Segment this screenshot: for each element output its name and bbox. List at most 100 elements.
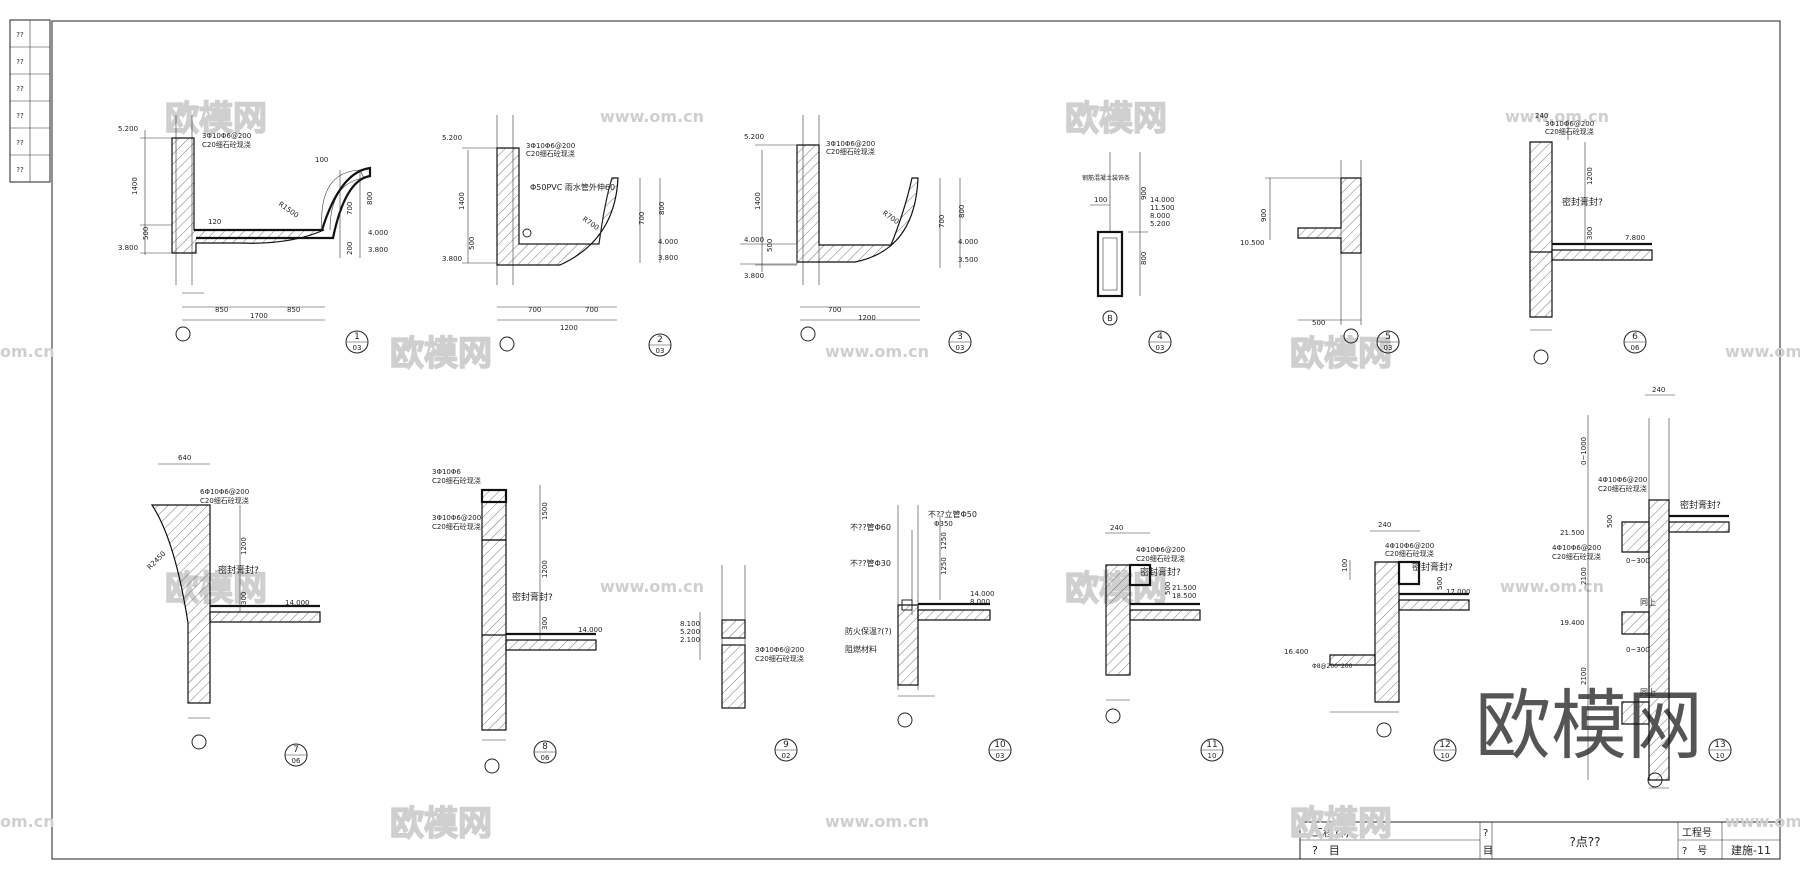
detail-13-dim: 2100 [1580, 667, 1588, 685]
detail-1-dim: 200 [346, 242, 354, 255]
detail-12-dim: 16.400 [1284, 648, 1309, 656]
detail-4-dim: 100 [1094, 196, 1107, 204]
detail-5-dim: 500 [1312, 319, 1325, 327]
detail-4-number: 4 [1157, 332, 1163, 342]
detail-3-dim: 800 [958, 205, 966, 218]
watermark-cn: 欧模网 [1290, 334, 1392, 374]
detail-4-sheet: 03 [1156, 344, 1165, 352]
detail-2-dim: 5.200 [442, 134, 462, 142]
detail-3-dim: 1400 [754, 192, 762, 210]
detail-10-dim: 8.000 [970, 598, 990, 606]
detail-4-dim: 800 [1140, 252, 1148, 265]
watermark-url: www.om.cn [600, 577, 704, 596]
detail-6-dim: 7.800 [1625, 234, 1645, 242]
detail-11-dim: 240 [1110, 524, 1123, 532]
project-no-label: 工程号 [1682, 827, 1712, 839]
detail-2-dim: 4.000 [658, 238, 678, 246]
detail-13-dim: 500 [1606, 515, 1614, 528]
detail-8-note: 密封膏封? [512, 591, 553, 603]
detail-4-dim: 8.000 [1150, 212, 1170, 220]
detail-10-number: 10 [994, 740, 1006, 750]
detail-1-dim: 1400 [131, 177, 139, 195]
detail-3-dim: 4.000 [958, 238, 978, 246]
detail-12-sheet: 10 [1441, 752, 1450, 760]
detail-10-note: 不??管Φ30 [850, 558, 891, 568]
detail-10-dim: 14.000 [970, 590, 995, 598]
detail-1-dim: 700 [346, 202, 354, 215]
detail-13-dim: 240 [1652, 386, 1665, 394]
detail-1-note: 3Φ10Φ6@200 [202, 132, 251, 140]
detail-8: 3Φ10Φ6 C20细石砼现浇 3Φ10Φ6@200 C20细石砼现浇 密封膏封… [432, 468, 603, 774]
detail-1-dim: 1700 [250, 312, 268, 320]
detail-10-dim: Φ350 [934, 520, 953, 528]
detail-3-sheet: 03 [956, 344, 965, 352]
detail-3-dim: 3.500 [958, 256, 978, 264]
detail-4-dim: 900 [1140, 187, 1148, 200]
detail-1-dim: 850 [215, 306, 228, 314]
detail-2-dim: 700 [528, 306, 541, 314]
detail-1-dim: 3.800 [368, 246, 388, 254]
detail-1-dim: 120 [208, 218, 221, 226]
detail-1-dim: 4.000 [368, 229, 388, 237]
detail-11-dim: 18.500 [1172, 592, 1197, 600]
detail-2-dim: 700 [585, 306, 598, 314]
detail-7-note: 密封膏封? [218, 564, 259, 576]
detail-13-note: 4Φ10Φ6@200 [1552, 544, 1601, 552]
detail-13-note: 同上 [1640, 688, 1656, 697]
detail-2-dim: R700 [581, 215, 601, 232]
detail-2-sheet: 03 [656, 347, 665, 355]
detail-8-note: C20细石砼现浇 [432, 476, 481, 485]
detail-3-note: C20细石砼现浇 [826, 147, 875, 156]
detail-13-dim: 19.400 [1560, 619, 1585, 627]
detail-11-dim: 21.500 [1172, 584, 1197, 592]
revision-cell: ?? [16, 85, 24, 93]
detail-8-note: 3Φ10Φ6@200 [432, 514, 481, 522]
item-col-a: ? [1483, 828, 1488, 839]
detail-9-dim: 8.100 [680, 620, 700, 628]
detail-1-dim: 3.800 [118, 244, 138, 252]
detail-6-number: 6 [1632, 332, 1638, 342]
figure-no-label: ? 号 [1682, 845, 1707, 857]
detail-3-dim: 700 [938, 215, 946, 228]
detail-7-note: C20细石砼现浇 [200, 496, 249, 505]
watermark-url: www.om.cn [1725, 812, 1800, 831]
detail-2-dim: 3.800 [658, 254, 678, 262]
detail-2-dim: 800 [658, 202, 666, 215]
detail-10-note: 防火保温?(?) [845, 626, 892, 636]
detail-3-number: 3 [957, 332, 963, 342]
detail-3-note: 3Φ10Φ6@200 [826, 140, 875, 148]
detail-11-dim: 500 [1164, 582, 1172, 595]
detail-3-dim: 5.200 [744, 133, 764, 141]
detail-6-dim: 1200 [1586, 167, 1594, 185]
detail-3-dim: R700 [881, 209, 901, 226]
detail-2-note: Φ50PVC 雨水管外伸60 [530, 182, 615, 192]
detail-6-note: 密封膏封? [1562, 196, 1603, 208]
detail-10-note: 不??管Φ60 [850, 522, 891, 532]
detail-11-sheet: 10 [1208, 752, 1217, 760]
detail-13-note: 4Φ10Φ6@200 [1598, 476, 1647, 484]
detail-4-dim: 14.000 [1150, 196, 1175, 204]
detail-12-dim: 240 [1378, 521, 1391, 529]
detail-4-note: 钢筋混凝土装饰条 [1082, 174, 1130, 182]
revision-cell: ?? [16, 139, 24, 147]
detail-3: 3Φ10Φ6@200 C20细石砼现浇 5.200 4.000 3.800 14… [740, 115, 978, 354]
detail-6-dim: 240 [1535, 112, 1548, 120]
detail-10-dim: 1250 [940, 557, 948, 575]
detail-11: 4Φ10Φ6@200 C20细石砼现浇 密封膏封? 240 21.500 18.… [1105, 524, 1224, 762]
watermark-url: om.cn [0, 342, 55, 361]
detail-13-dim: 0~300 [1626, 557, 1650, 565]
detail-9-note: C20细石砼现浇 [755, 654, 804, 663]
detail-12-note: C20细石砼现浇 [1385, 549, 1434, 558]
detail-4-dim: B [1107, 314, 1113, 323]
detail-10: 不??管Φ60 不??立管Φ50 不??管Φ30 防火保温?(?) 阻燃材料 Φ… [845, 505, 1012, 762]
detail-9-dim: 5.200 [680, 628, 700, 636]
item-col-b: 目 [1483, 846, 1493, 857]
watermark-cn: 欧模网 [1290, 804, 1392, 844]
detail-12-note: 密封膏封? [1412, 561, 1453, 573]
detail-12: 4Φ10Φ6@200 C20细石砼现浇 密封膏封? Φ8@200*200 240… [1284, 521, 1471, 762]
sheet-number: 建施-11 [1731, 843, 1771, 857]
watermark-url: www.om.cn [1725, 342, 1800, 361]
detail-13-dim: 21.500 [1560, 529, 1585, 537]
detail-1-dim: R1500 [277, 200, 300, 220]
detail-1: 3Φ10Φ6@200 C20细石砼现浇 5.200 3.800 1400 500… [118, 115, 388, 354]
